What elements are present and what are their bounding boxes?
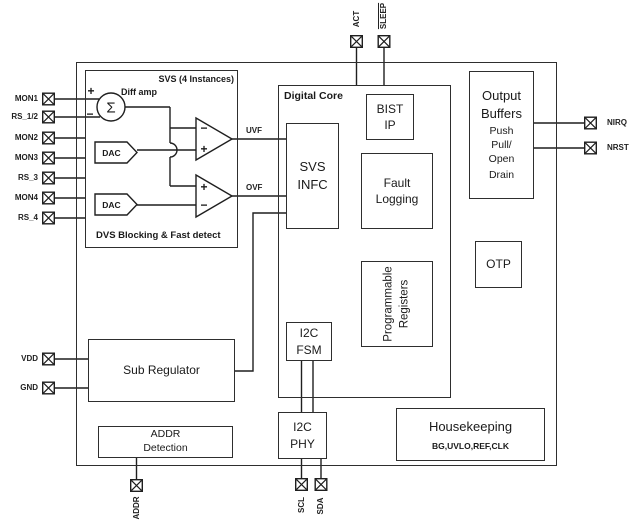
pin-rs3-icon [42, 171, 55, 185]
svs-title: SVS (4 Instances) [158, 74, 234, 84]
pin-nirq-icon [584, 116, 597, 130]
pin-mon3-icon [42, 151, 55, 165]
i2c-fsm-label-line1: I2C [299, 326, 319, 341]
fault-logging-block: Fault Logging [361, 153, 433, 229]
output-buffers-sub1: Push [489, 125, 514, 138]
programmable-registers-label: Programmable Registers [381, 266, 412, 341]
housekeeping-title: Housekeeping [428, 419, 513, 435]
addr-detection-block: ADDR Detection [98, 426, 233, 458]
programmable-registers-block [361, 261, 433, 347]
dac1-label: DAC [102, 147, 121, 158]
svs-infc-label-line2: INFC [297, 177, 328, 192]
comparator1-minus-sign: − [200, 121, 208, 135]
pin-mon1-icon [42, 92, 55, 106]
i2c-fsm-block: I2C FSM [286, 322, 332, 361]
otp-label: OTP [486, 257, 511, 272]
output-buffers-block: Output Buffers Push Pull/ Open Drain [469, 71, 534, 199]
pin-label-addr: ADDR [131, 496, 141, 520]
comparator2-symbol [195, 173, 234, 219]
ovf-label: OVF [246, 183, 263, 192]
housekeeping-subtitle: BG,UVLO,REF,CLK [432, 440, 509, 451]
addr-detection-label-line2: Detection [143, 442, 188, 454]
bist-ip-label-line1: BIST [376, 101, 404, 116]
i2c-phy-label-line1: I2C [293, 420, 312, 435]
pin-label-mon1: MON1 [14, 94, 38, 103]
output-buffers-title2: Buffers [481, 106, 522, 122]
pin-label-rs12: RS_1/2 [11, 112, 38, 121]
pin-nrst-icon [584, 141, 597, 155]
pin-sleep-icon [377, 35, 391, 48]
i2c-fsm-label-line2: FSM [296, 342, 322, 357]
output-buffers-sub3: Open [488, 152, 515, 165]
pin-rs12-icon [42, 110, 55, 124]
fault-logging-label-line2: Logging [375, 192, 419, 206]
pin-label-sda: SDA [316, 497, 325, 515]
pin-label-rs4: RS_4 [17, 213, 38, 222]
wire-subreg-infc [234, 212, 287, 372]
pin-gnd-icon [42, 381, 55, 395]
output-buffers-sub2: Pull/ [491, 139, 512, 152]
pin-label-vdd: VDD [21, 354, 38, 363]
svs-block [85, 70, 238, 248]
pin-label-mon3: MON3 [14, 153, 38, 162]
output-buffers-sub4: Drain [488, 169, 515, 182]
diff-amp-label: Diff amp [121, 87, 157, 97]
digital-core-title: Digital Core [284, 90, 343, 102]
pin-mon2-icon [42, 131, 55, 145]
diff-amp-symbol [96, 92, 126, 122]
chip-boundary [76, 62, 557, 466]
sub-regulator-block: Sub Regulator [88, 339, 235, 402]
svs-infc-block: SVS INFC [286, 123, 339, 229]
pin-scl-icon [295, 478, 308, 491]
i2c-phy-label-line2: PHY [290, 436, 315, 451]
pin-vdd-icon [42, 352, 55, 366]
pin-label-scl: SCL [296, 497, 306, 513]
pin-label-mon4: MON4 [14, 193, 38, 202]
comparator1-symbol [195, 116, 234, 162]
pin-rs4-icon [42, 211, 55, 225]
pin-addr-icon [129, 479, 144, 492]
bist-ip-block: BIST IP [366, 94, 414, 140]
otp-block: OTP [475, 241, 522, 288]
pin-label-sleep: SLEEP [379, 2, 388, 30]
pin-label-rs3: RS_3 [17, 173, 38, 182]
diff-amp-minus-sign: − [86, 107, 94, 121]
pin-sda-icon [314, 478, 328, 491]
i2c-phy-block: I2C PHY [278, 412, 327, 459]
comparator2-minus-sign: − [200, 198, 208, 212]
programmable-registers-line2: Registers [398, 279, 410, 329]
svs-infc-label-line1: SVS [299, 158, 326, 174]
pin-label-nrst: NRST [607, 143, 629, 152]
pin-label-mon2: MON2 [14, 133, 38, 142]
digital-core-block [278, 85, 451, 398]
sub-regulator-label: Sub Regulator [123, 363, 200, 378]
pin-label-act: ACT [351, 10, 361, 28]
sigma-symbol: Σ [106, 99, 116, 117]
fault-logging-label-line1: Fault [383, 175, 411, 190]
bist-ip-label-line2: IP [384, 118, 396, 132]
pin-mon4-icon [42, 191, 55, 205]
dac1-symbol [94, 141, 138, 164]
pin-act-icon [350, 35, 363, 48]
output-buffers-title1: Output [481, 88, 522, 104]
pin-label-gnd: GND [20, 383, 38, 392]
housekeeping-block: Housekeeping BG,UVLO,REF,CLK [396, 408, 545, 461]
uvf-label: UVF [246, 126, 262, 135]
dac2-symbol [94, 193, 138, 216]
comparator2-plus-sign: + [200, 180, 208, 194]
pin-label-nirq: NIRQ [607, 118, 627, 127]
diff-amp-plus-sign: + [87, 84, 95, 98]
programmable-registers-line1: Programmable [382, 266, 395, 342]
comparator1-plus-sign: + [200, 142, 208, 156]
addr-detection-label-line1: ADDR [150, 428, 181, 441]
dac2-label: DAC [102, 199, 121, 210]
svs-footer: DVS Blocking & Fast detect [96, 230, 221, 241]
